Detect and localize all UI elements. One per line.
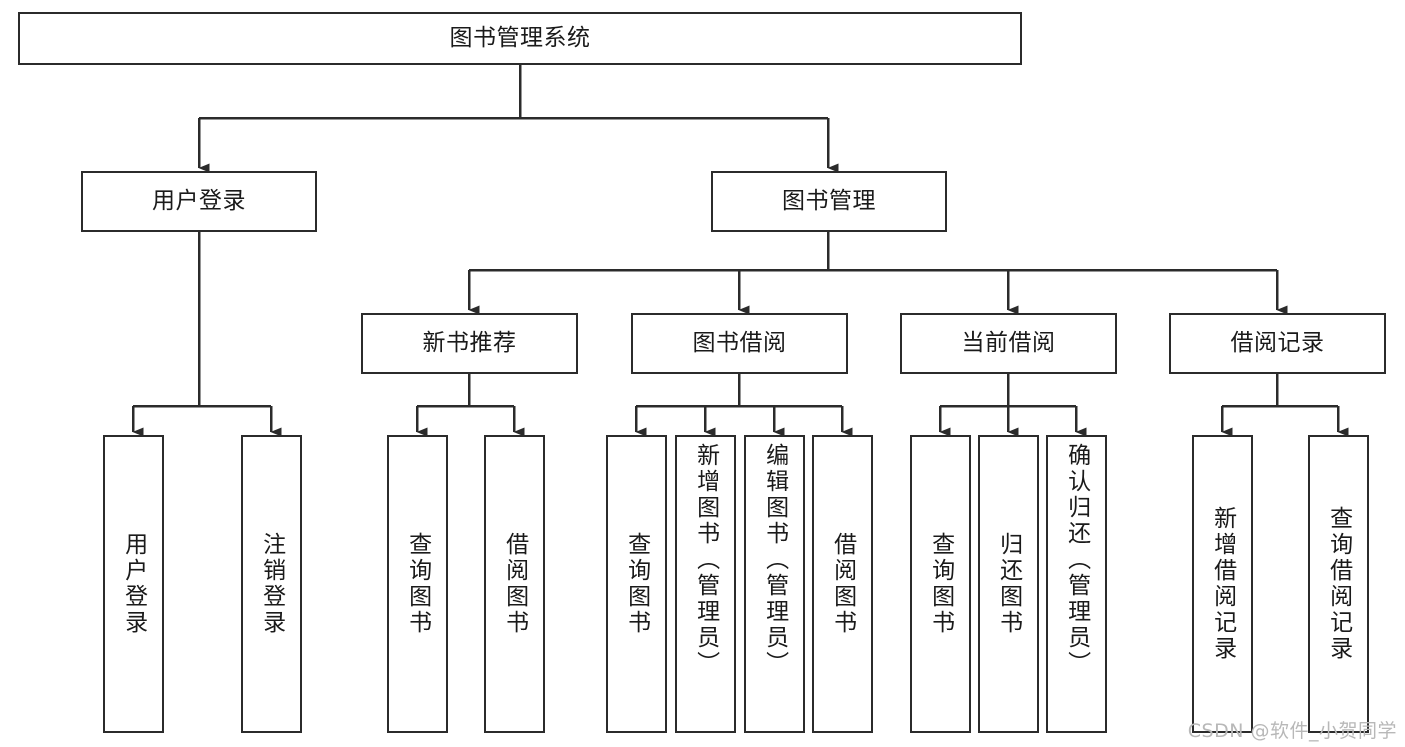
node-leaf-borrow-book-2[interactable]: 借阅图书 <box>812 435 873 733</box>
node-new-book-rec-label: 新书推荐 <box>422 330 517 357</box>
node-user-login[interactable]: 用户登录 <box>81 171 317 232</box>
node-leaf-return-book-label: 归还图书 <box>995 532 1022 636</box>
node-leaf-query-book-3-label: 查询图书 <box>927 532 954 636</box>
node-root-system-label: 图书管理系统 <box>449 25 591 52</box>
node-leaf-query-book-1[interactable]: 查询图书 <box>387 435 448 733</box>
node-leaf-query-book-2-label: 查询图书 <box>623 532 650 636</box>
node-leaf-logout-label: 注销登录 <box>258 532 285 636</box>
node-leaf-query-book-1-label: 查询图书 <box>404 532 431 636</box>
node-leaf-query-record[interactable]: 查询借阅记录 <box>1308 435 1369 733</box>
node-current-borrow[interactable]: 当前借阅 <box>900 313 1117 374</box>
csdn-watermark: CSDN @软件_小贺同学 <box>1187 720 1397 742</box>
node-book-manage-label: 图书管理 <box>782 188 876 215</box>
node-leaf-borrow-book-1-label: 借阅图书 <box>501 532 528 636</box>
node-book-borrow[interactable]: 图书借阅 <box>631 313 848 374</box>
node-leaf-borrow-book-1[interactable]: 借阅图书 <box>484 435 545 733</box>
node-leaf-query-record-label: 查询借阅记录 <box>1325 506 1352 662</box>
node-leaf-logout[interactable]: 注销登录 <box>241 435 302 733</box>
node-leaf-confirm-return[interactable]: 确认归还（管理员） <box>1046 435 1107 733</box>
node-leaf-add-book-label: 新增图书（管理员） <box>692 443 719 677</box>
node-root-system[interactable]: 图书管理系统 <box>18 12 1022 65</box>
node-leaf-add-book[interactable]: 新增图书（管理员） <box>675 435 736 733</box>
node-leaf-confirm-return-label: 确认归还（管理员） <box>1063 443 1090 677</box>
node-leaf-add-record-label: 新增借阅记录 <box>1209 506 1236 662</box>
node-leaf-query-book-3[interactable]: 查询图书 <box>910 435 971 733</box>
node-borrow-record-label: 借阅记录 <box>1230 330 1325 357</box>
node-book-borrow-label: 图书借阅 <box>692 330 787 357</box>
node-leaf-add-record[interactable]: 新增借阅记录 <box>1192 435 1253 733</box>
node-leaf-user-login-label: 用户登录 <box>120 532 147 636</box>
node-leaf-edit-book[interactable]: 编辑图书（管理员） <box>744 435 805 733</box>
node-leaf-user-login[interactable]: 用户登录 <box>103 435 164 733</box>
node-leaf-return-book[interactable]: 归还图书 <box>978 435 1039 733</box>
node-borrow-record[interactable]: 借阅记录 <box>1169 313 1386 374</box>
node-leaf-query-book-2[interactable]: 查询图书 <box>606 435 667 733</box>
node-book-manage[interactable]: 图书管理 <box>711 171 947 232</box>
node-leaf-edit-book-label: 编辑图书（管理员） <box>761 443 788 677</box>
node-new-book-rec[interactable]: 新书推荐 <box>361 313 578 374</box>
node-user-login-label: 用户登录 <box>152 188 246 215</box>
node-leaf-borrow-book-2-label: 借阅图书 <box>829 532 856 636</box>
node-current-borrow-label: 当前借阅 <box>961 330 1056 357</box>
